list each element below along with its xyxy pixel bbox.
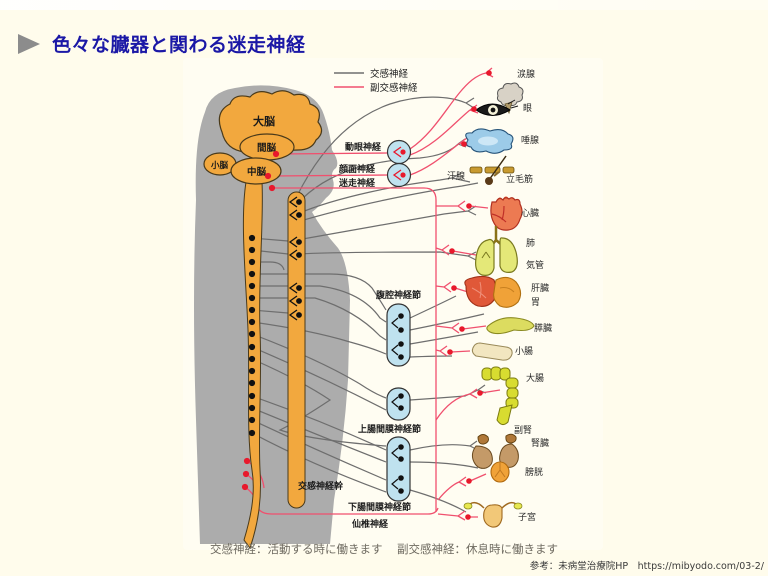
- lacrimal-label: 涙腺: [517, 68, 535, 80]
- cerebrum-label: 大脳: [253, 114, 275, 128]
- page-title: 色々な臓器と関わる迷走神経: [52, 34, 306, 56]
- diencephalon-label: 間脳: [257, 142, 277, 154]
- spinal-cord: [242, 181, 263, 550]
- heart-label: 心臓: [521, 208, 539, 219]
- lungs-icon: [475, 237, 518, 276]
- kidney-icon: [471, 443, 519, 469]
- celiac-ganglion-label: 腹腔神経節: [375, 289, 421, 301]
- top-strip: [0, 0, 768, 10]
- midbrain-label: 中脳: [247, 166, 267, 178]
- eye-icon: [475, 99, 519, 116]
- bladder-label: 膀胱: [525, 466, 543, 478]
- hair-icon: [488, 155, 507, 181]
- pancreas-label: 膵臓: [534, 323, 552, 334]
- ganglia: [386, 139, 412, 502]
- nerve-labels: 動眼神経 顔面神経 迷走神経 腹腔神経節 上腸間膜神経節 下腸間膜神経節 交感神…: [298, 141, 421, 530]
- bullet-triangle-icon: [18, 33, 40, 54]
- trachea-label: 気管: [526, 259, 544, 271]
- sacral-nerve-label: 仙椎神経: [352, 518, 389, 530]
- lung-label: 肺: [526, 238, 535, 249]
- arrector-pili-label: 立毛筋: [506, 173, 533, 185]
- liver-label: 肝臓: [531, 283, 549, 294]
- body-silhouette: [194, 85, 350, 544]
- cerebrum: [218, 90, 323, 153]
- legend: 交感神経 副交感神経: [334, 68, 418, 94]
- caption-parasympathetic: 副交感神経：休息時に働きます: [397, 542, 558, 556]
- superior-mesenteric-ganglion: [386, 387, 411, 421]
- large-intestine-label: 大腸: [526, 372, 544, 384]
- spinal-root-dots: [248, 234, 256, 437]
- adrenal-label: 副腎: [514, 425, 532, 436]
- lacrimal-gland-icon: [496, 82, 524, 107]
- superior-mesenteric-label: 上腸間膜神経節: [358, 423, 421, 435]
- salivary-label: 唾腺: [521, 134, 539, 146]
- hair-follicle-icon: [485, 177, 493, 185]
- sweat-gland-label: 汗腺: [447, 170, 465, 182]
- sympathetic-trunk: [287, 191, 306, 509]
- bladder-icon: [490, 461, 510, 483]
- organ-labels: 涙腺 眼 唾腺 汗腺 立毛筋 心臓 肺 気管 肝臓 胃 膵臓 小腸 大腸 副腎 …: [447, 68, 552, 523]
- adrenal-icon: [477, 433, 517, 445]
- sympathetic-trunk-label: 交感神経幹: [298, 480, 344, 492]
- cerebellum-label: 小脳: [210, 160, 229, 171]
- stomach-icon: [493, 276, 522, 308]
- small-intestine-icon: [471, 342, 513, 361]
- stomach-label: 胃: [531, 297, 540, 308]
- central-nervous-system: 大脳 間脳 小脳 中脳: [203, 90, 323, 550]
- trunk-dots: [296, 199, 302, 318]
- uterus-icon: [463, 501, 523, 528]
- legend-sympathetic-label: 交感神経: [370, 68, 409, 80]
- cranial-sacral-red-dots: [241, 150, 280, 491]
- vagus-label: 迷走神経: [338, 177, 376, 189]
- small-intestine-label: 小腸: [515, 346, 533, 357]
- heart-icon: [490, 196, 523, 231]
- facial-ganglion: [386, 162, 412, 188]
- oculomotor-ganglion: [386, 139, 412, 165]
- pancreas-icon: [486, 317, 535, 335]
- arrector-pili-icon: [469, 155, 515, 185]
- salivary-gland-icon: [465, 128, 514, 154]
- large-intestine-icon: [481, 366, 519, 426]
- oculomotor-label: 動眼神経: [345, 141, 382, 153]
- kidney-label: 腎臓: [531, 438, 549, 449]
- reference-text: 参考：未病堂治療院HP https://mibyodo.com/03-2/: [529, 561, 764, 572]
- sympathetic-lines: [251, 96, 487, 513]
- organ-synapse-red-dots: [447, 70, 492, 520]
- inferior-mesenteric-label: 下腸間膜神経節: [348, 501, 411, 513]
- organ-icons: [463, 82, 535, 528]
- caption-sympathetic: 交感神経：活動する時に働きます: [210, 542, 383, 556]
- facial-label: 顔面神経: [338, 163, 376, 175]
- trunk-synapses: [288, 196, 298, 321]
- uterus-label: 子宮: [518, 511, 536, 523]
- legend-parasympathetic-label: 副交感神経: [370, 82, 418, 94]
- title-row: 色々な臓器と関わる迷走神経: [18, 30, 306, 57]
- eye-label: 眼: [523, 103, 532, 114]
